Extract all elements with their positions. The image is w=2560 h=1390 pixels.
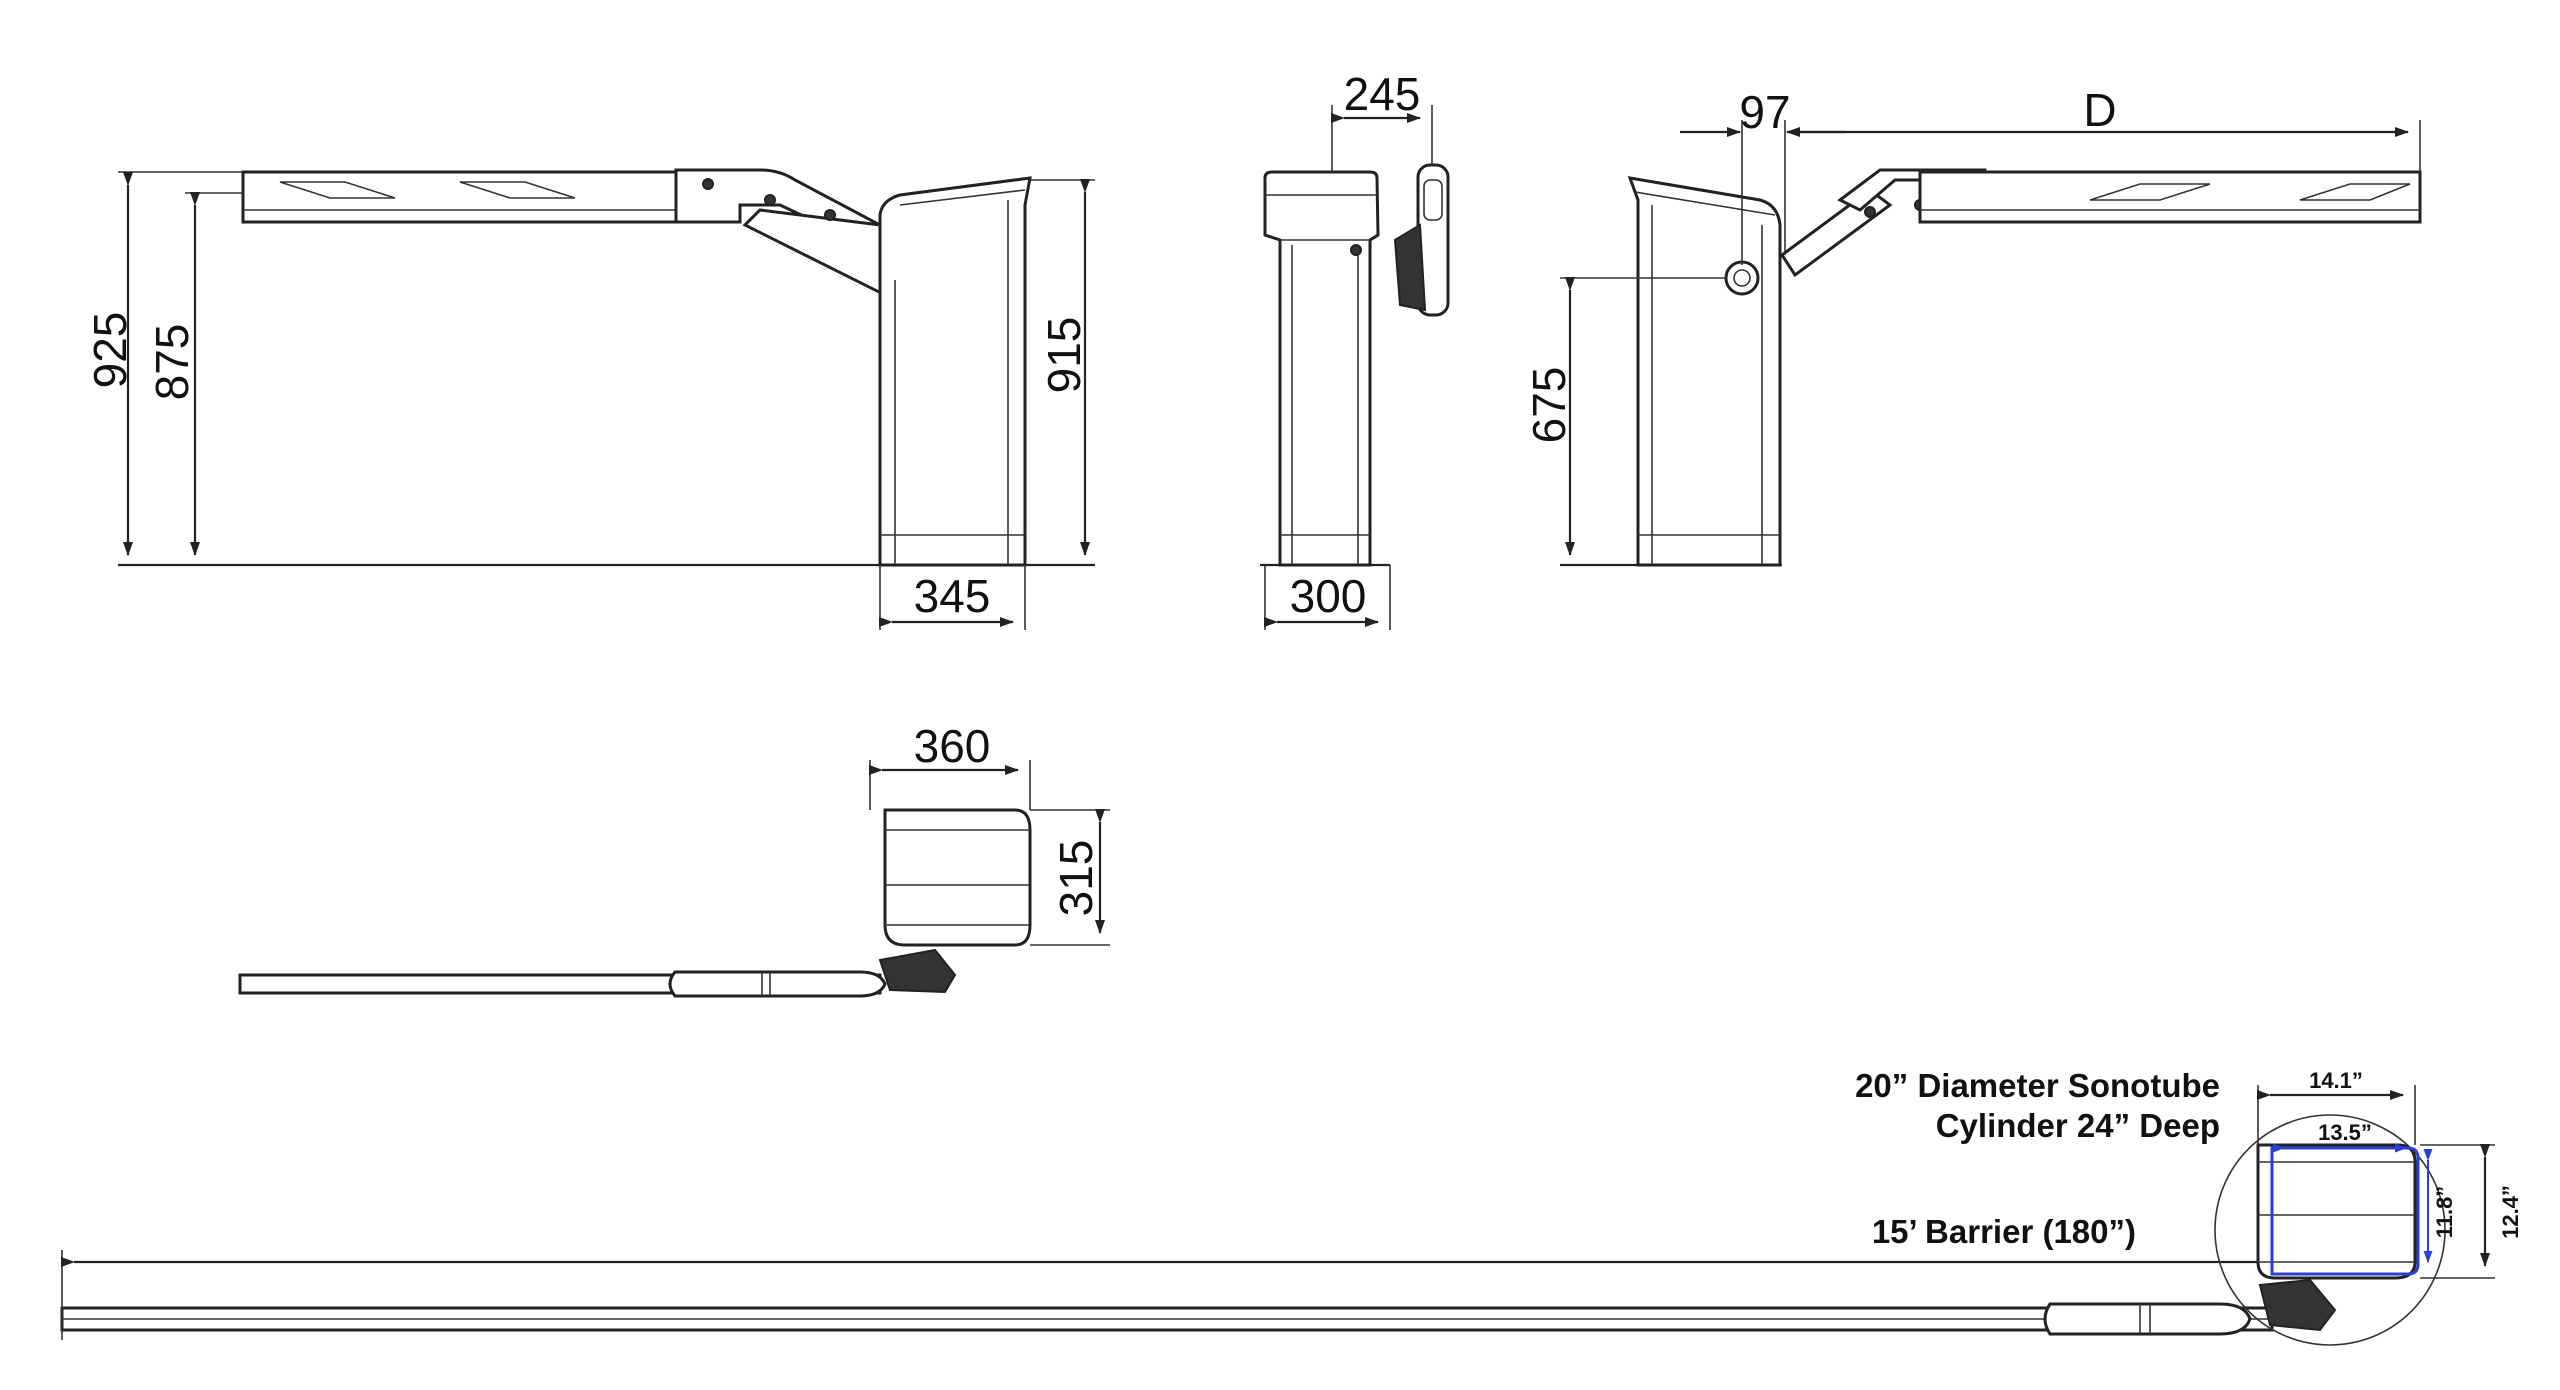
dim-360: 360 [914,720,991,772]
dim-875: 875 [146,324,198,401]
sonotube-label-line1: 20” Diameter Sonotube [1855,1067,2220,1104]
sonotube-label-line2: Cylinder 24” Deep [1936,1107,2220,1144]
dim-D: D [2083,84,2116,136]
dim-245: 245 [1344,68,1421,120]
dim-915: 915 [1038,317,1090,394]
dim-14-1: 14.1” [2309,1068,2363,1093]
top-view: 360 315 [238,720,1110,998]
side-view: 245 300 [1260,68,1450,630]
dim-315: 315 [1050,840,1102,917]
rear-view: 97 D 675 [1523,84,2422,567]
plan-view: 20” Diameter Sonotube Cylinder 24” Deep … [60,1067,2523,1346]
dim-12-4: 12.4” [2498,1185,2523,1239]
dim-925: 925 [84,312,136,389]
dim-345: 345 [914,570,991,622]
front-view: 925 875 915 345 [84,168,1095,630]
dim-11-8: 11.8” [2432,1186,2457,1239]
barrier-length-label: 15’ Barrier (180”) [1872,1213,2136,1250]
dim-97: 97 [1739,86,1790,138]
dim-300: 300 [1290,570,1367,622]
dim-675: 675 [1523,367,1575,444]
dim-13-5: 13.5” [2318,1120,2372,1145]
